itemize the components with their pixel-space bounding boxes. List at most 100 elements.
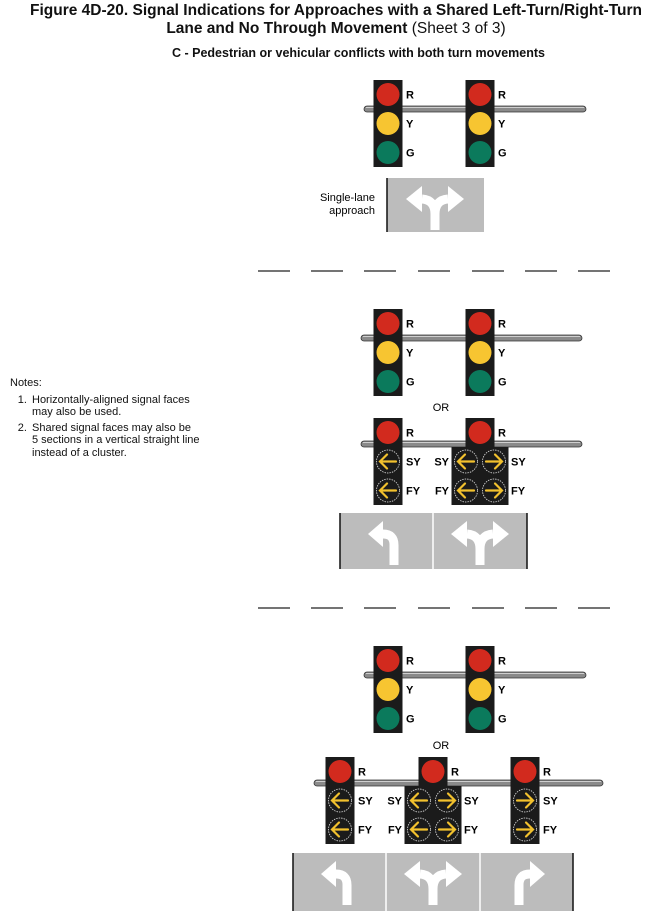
signal-label: R — [498, 656, 506, 668]
red-ball-icon — [376, 421, 400, 444]
mast-arm-pole — [313, 779, 604, 787]
signal-label: SY — [511, 457, 526, 469]
signal-label: SY — [387, 796, 402, 808]
red-ball-icon — [328, 760, 352, 783]
arrow-shaft — [514, 869, 531, 905]
red-ball-icon — [468, 312, 492, 335]
arrow-shaft — [421, 194, 449, 230]
signal-label: G — [498, 714, 507, 726]
signal-label: G — [406, 377, 415, 389]
left-right-turn-arrow-icon — [404, 861, 462, 905]
arrow-shaft — [419, 869, 447, 905]
yellow-left-arrow-icon — [328, 788, 352, 813]
arrow-lens — [435, 817, 459, 842]
arrow-shaft — [382, 529, 399, 565]
yellow-left-arrow-icon — [376, 478, 400, 503]
red-ball-icon — [376, 649, 400, 672]
signal-label: R — [543, 767, 551, 779]
yellow-right-arrow-icon — [513, 817, 537, 842]
figure-title-line2: Lane and No Through Movement (Sheet 3 of… — [0, 20, 672, 38]
arrow-lens — [407, 788, 431, 813]
red-ball-icon — [421, 760, 445, 783]
arrow-glyph — [437, 821, 457, 838]
arrow-shaft — [466, 529, 494, 565]
yellow-left-arrow-icon — [376, 449, 400, 474]
left-right-turn-arrow-icon — [406, 186, 464, 230]
arrow-lens — [482, 449, 506, 474]
note-item: Shared signal faces may also be 5 sectio… — [30, 422, 200, 460]
signal-label: R — [451, 767, 459, 779]
left-turn-arrow-icon — [368, 521, 399, 565]
left-turn-arrow-icon — [321, 861, 352, 905]
signal-label: Y — [498, 119, 506, 131]
approach-label: Single-lane — [320, 192, 375, 204]
arrow-glyph — [330, 821, 350, 838]
signal-label: R — [406, 319, 414, 331]
green-ball-icon — [376, 370, 400, 393]
arrowhead — [493, 521, 509, 547]
yellow-left-arrow-icon — [407, 788, 431, 813]
green-ball-icon — [468, 370, 492, 393]
yellow-right-arrow-icon — [482, 478, 506, 503]
arrow-lens — [513, 817, 537, 842]
signal-label: FY — [543, 825, 558, 837]
yellow-left-arrow-icon — [328, 817, 352, 842]
signal-label: SY — [406, 457, 421, 469]
arrow-lens — [328, 788, 352, 813]
signal-label: R — [498, 428, 506, 440]
arrowhead — [321, 861, 336, 887]
yellow-ball-icon — [376, 112, 400, 135]
arrow-glyph — [437, 792, 457, 809]
arrowhead — [451, 521, 467, 547]
arrow-glyph — [456, 453, 476, 470]
figure-title-line1: Figure 4D-20. Signal Indications for App… — [29, 2, 642, 19]
signal-label: FY — [388, 825, 403, 837]
yellow-right-arrow-icon — [482, 449, 506, 474]
arrowhead — [368, 521, 383, 547]
green-ball-icon — [468, 707, 492, 730]
green-ball-icon — [468, 141, 492, 164]
arrow-glyph — [515, 821, 535, 838]
arrow-glyph — [330, 792, 350, 809]
signal-label: FY — [406, 486, 421, 498]
arrow-lens — [454, 478, 478, 503]
arrow-glyph — [515, 792, 535, 809]
arrow-glyph — [456, 482, 476, 499]
yellow-left-arrow-icon — [454, 449, 478, 474]
arrow-glyph — [484, 482, 504, 499]
arrow-lens — [328, 817, 352, 842]
note-item: Horizontally-aligned signal faces may al… — [30, 394, 200, 419]
yellow-right-arrow-icon — [513, 788, 537, 813]
arrow-lens — [454, 449, 478, 474]
yellow-left-arrow-icon — [454, 478, 478, 503]
arrowhead — [406, 186, 422, 212]
notes-heading: Notes: — [10, 377, 42, 389]
title-bold: Lane and No Through Movement — [166, 20, 408, 37]
red-ball-icon — [468, 83, 492, 106]
arrowhead — [404, 861, 420, 887]
green-ball-icon — [376, 141, 400, 164]
signal-label: FY — [358, 825, 373, 837]
red-ball-icon — [376, 312, 400, 335]
signal-label: Y — [406, 685, 414, 697]
arrow-glyph — [409, 792, 429, 809]
arrow-lens — [482, 478, 506, 503]
signal-label: G — [498, 148, 507, 160]
arrow-glyph — [409, 821, 429, 838]
arrow-lens — [513, 788, 537, 813]
arrow-lens — [376, 478, 400, 503]
signal-label: Y — [406, 119, 414, 131]
arrow-shaft — [335, 869, 352, 905]
signal-label: R — [406, 90, 414, 102]
arrow-lens — [435, 788, 459, 813]
arrowhead — [446, 861, 462, 887]
signal-label: FY — [511, 486, 526, 498]
arrow-lens — [376, 449, 400, 474]
signal-label: SY — [434, 457, 449, 469]
yellow-ball-icon — [468, 678, 492, 701]
signal-label: R — [406, 656, 414, 668]
signal-label: R — [358, 767, 366, 779]
title-sheet: (Sheet 3 of 3) — [407, 20, 506, 37]
red-ball-icon — [513, 760, 537, 783]
right-turn-arrow-icon — [514, 861, 545, 905]
